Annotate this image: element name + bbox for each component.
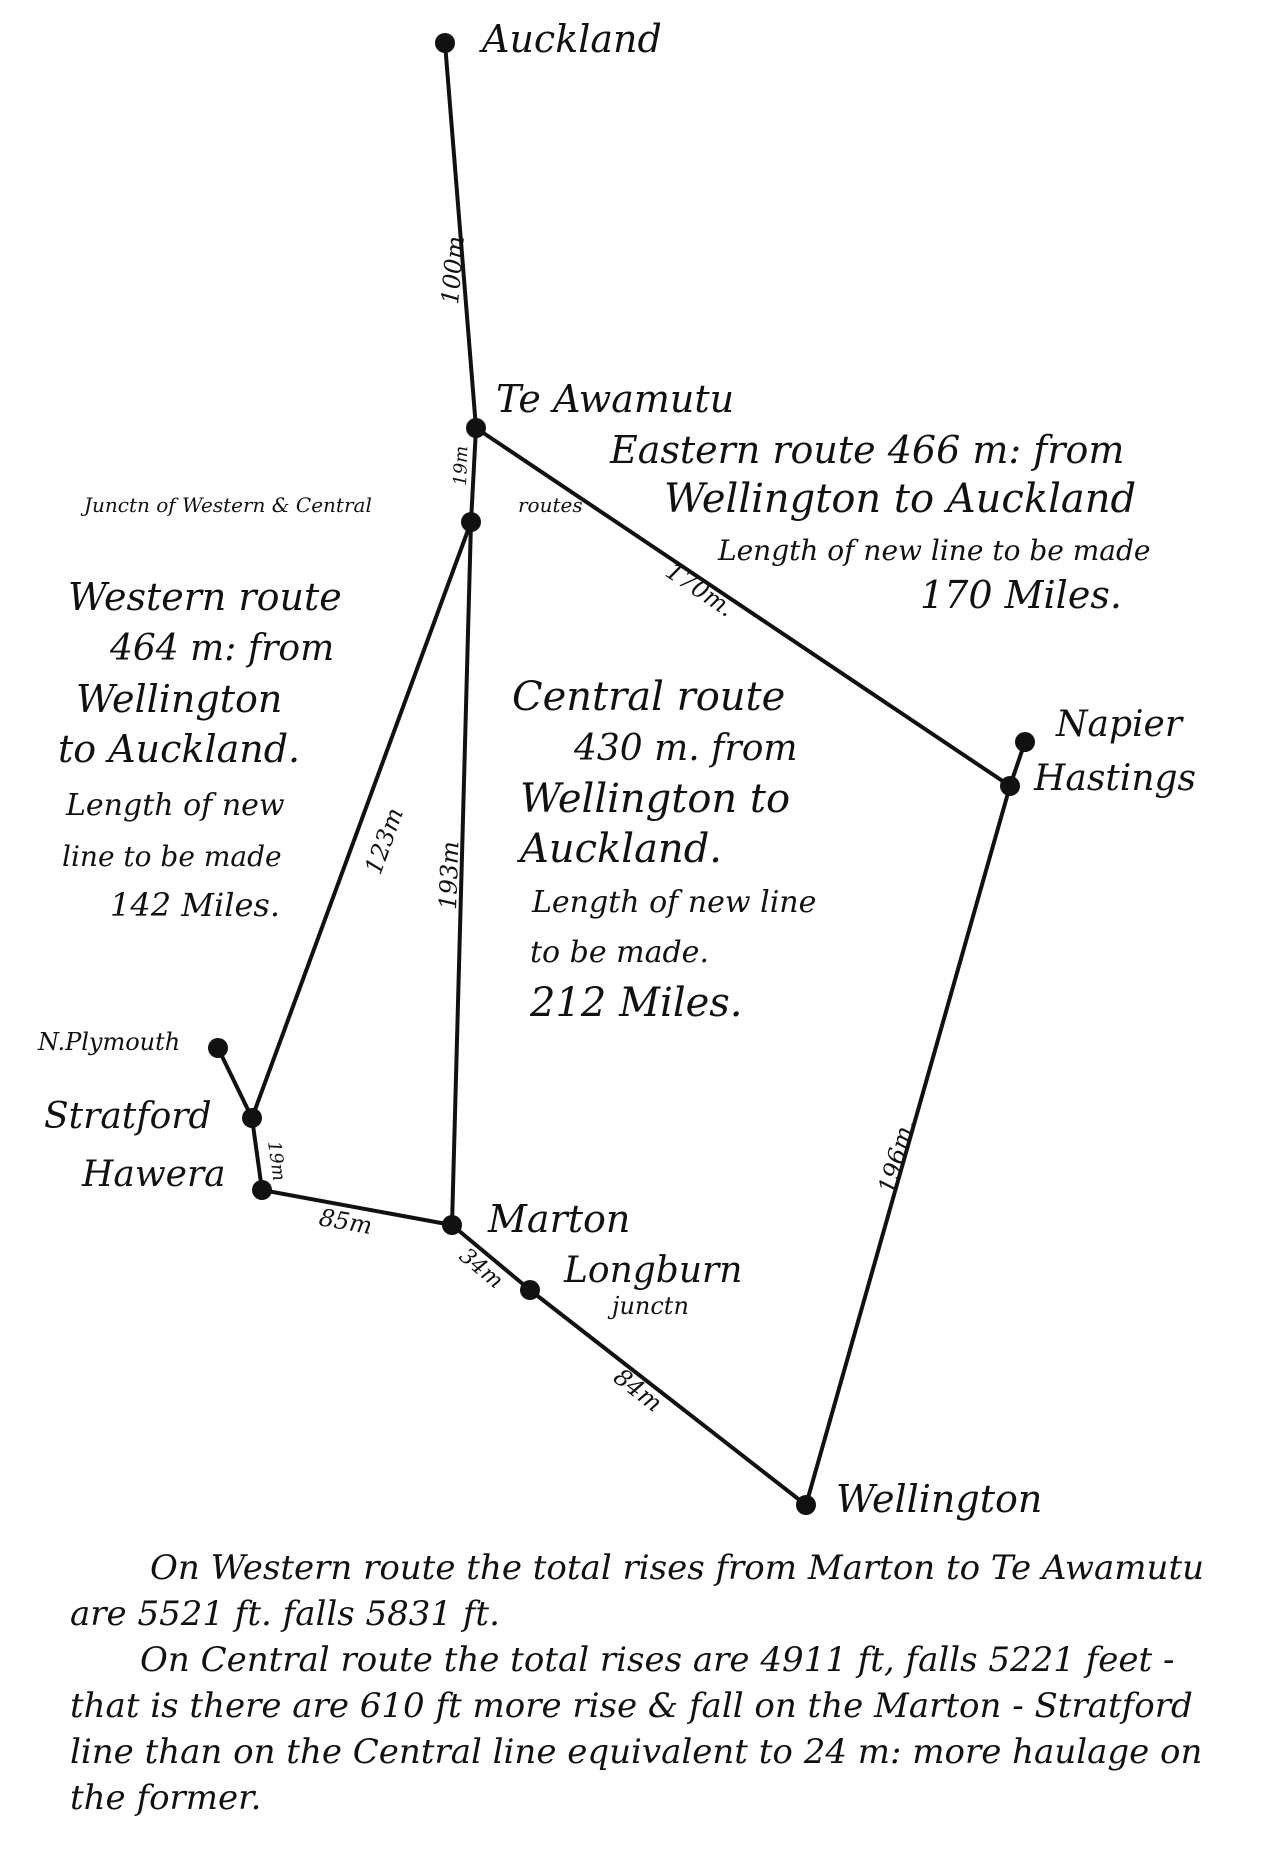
node-marton bbox=[442, 1215, 462, 1235]
line-te-awamutu-junction bbox=[469, 426, 478, 524]
line-new-plymouth-stratford bbox=[216, 1046, 254, 1120]
node-hawera bbox=[252, 1180, 272, 1200]
node-new-plymouth bbox=[208, 1038, 228, 1058]
western-route-block: Western route 464 m: from Wellington to … bbox=[58, 575, 342, 924]
label-napier: Napier bbox=[1055, 704, 1184, 745]
node-hastings bbox=[1000, 776, 1020, 796]
western-route-line-6: line to be made bbox=[62, 840, 282, 873]
central-route-line-4: Auckland. bbox=[516, 826, 722, 872]
central-route-block: Central route 430 m. from Wellington to … bbox=[512, 674, 816, 1026]
label-hastings: Hastings bbox=[1033, 758, 1196, 799]
eastern-route-line-3: Length of new line to be made bbox=[717, 534, 1150, 567]
eastern-route-line-2: Wellington to Auckland bbox=[664, 476, 1136, 522]
distance-junction-marton: 193m bbox=[434, 841, 464, 911]
central-route-line-3: Wellington to bbox=[520, 776, 790, 822]
bottom-notes: On Western route the total rises from Ma… bbox=[70, 1545, 1250, 1821]
central-route-line-5: Length of new line bbox=[531, 885, 816, 920]
label-longburn-junction: junctn bbox=[607, 1292, 689, 1320]
line-hawera-marton bbox=[260, 1188, 454, 1227]
line-te-awamutu-hastings bbox=[474, 426, 1012, 788]
eastern-route-line-4: 170 Miles. bbox=[920, 573, 1122, 617]
label-longburn: Longburn bbox=[563, 1250, 742, 1291]
line-hastings-wellington bbox=[804, 784, 1012, 1507]
western-route-line-7: 142 Miles. bbox=[110, 886, 280, 924]
label-hawera: Hawera bbox=[81, 1154, 226, 1195]
label-marton: Marton bbox=[487, 1197, 630, 1241]
distance-longburn-wellington: 84m bbox=[608, 1363, 667, 1418]
central-route-line-1: Central route bbox=[512, 674, 785, 720]
distance-hastings-wellington: 196m. bbox=[873, 1116, 921, 1197]
distance-te-awamutu-junction: 19m bbox=[450, 445, 472, 486]
node-junction bbox=[461, 512, 481, 532]
node-napier bbox=[1015, 732, 1035, 752]
node-stratford bbox=[242, 1108, 262, 1128]
distance-stratford-hawera: 19m bbox=[263, 1140, 289, 1183]
label-stratford: Stratford bbox=[44, 1096, 212, 1137]
line-auckland-te-awamutu bbox=[443, 41, 478, 430]
label-te-awamutu: Te Awamutu bbox=[496, 377, 734, 421]
central-route-line-6: to be made. bbox=[530, 935, 709, 970]
western-route-line-4: to Auckland. bbox=[58, 727, 300, 771]
label-auckland: Auckland bbox=[479, 17, 662, 61]
western-route-line-2: 464 m: from bbox=[109, 628, 334, 669]
eastern-route-line-1: Eastern route 466 m: from bbox=[609, 428, 1124, 472]
node-wellington bbox=[796, 1495, 816, 1515]
western-route-line-1: Western route bbox=[68, 575, 342, 619]
line-junction-stratford bbox=[250, 520, 473, 1120]
distance-auckland-te-awamutu: 100m bbox=[436, 235, 470, 306]
central-route-line-2: 430 m. from bbox=[573, 728, 798, 769]
note-western-route: On Western route the total rises from Ma… bbox=[70, 1548, 1204, 1634]
line-junction-marton bbox=[450, 520, 473, 1227]
line-stratford-hawera bbox=[250, 1116, 264, 1192]
western-route-line-5: Length of new bbox=[65, 788, 285, 823]
label-wellington: Wellington bbox=[836, 1477, 1042, 1521]
eastern-route-block: Eastern route 466 m: from Wellington to … bbox=[609, 428, 1150, 617]
label-junction-routes: routes bbox=[518, 493, 583, 517]
label-new-plymouth: N.Plymouth bbox=[37, 1028, 180, 1056]
note-central-route: On Central route the total rises are 491… bbox=[70, 1640, 1203, 1818]
node-longburn bbox=[520, 1280, 540, 1300]
line-longburn-wellington bbox=[528, 1288, 808, 1507]
western-route-line-3: Wellington bbox=[76, 677, 282, 721]
distance-junction-stratford: 123m bbox=[359, 804, 409, 878]
line-marton-longburn bbox=[450, 1223, 532, 1292]
central-route-line-7: 212 Miles. bbox=[529, 980, 743, 1026]
node-te-awamutu bbox=[466, 418, 486, 438]
label-junction: Junctn of Western & Central bbox=[80, 493, 372, 517]
node-auckland bbox=[435, 33, 455, 53]
